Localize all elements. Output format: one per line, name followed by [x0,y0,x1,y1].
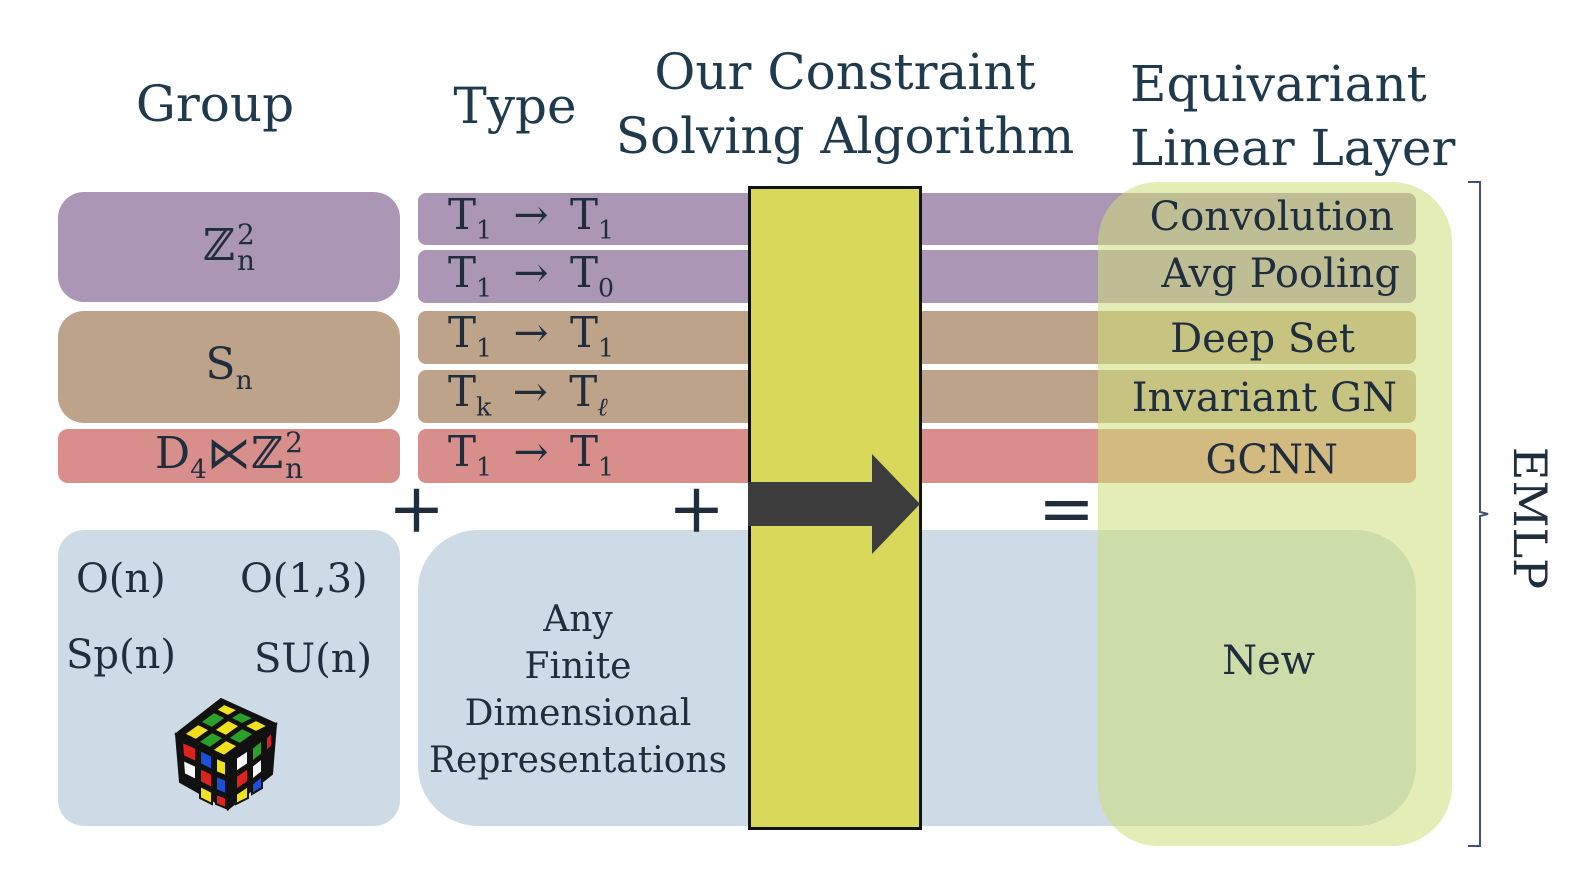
plus-operator-1: + [388,470,445,549]
type-3-in: T [448,367,477,416]
layer-label-4: GCNN [1205,437,1338,483]
type-2-out-sub: 1 [597,333,615,363]
group-d4-base2: ℤ [250,427,284,479]
group-sn-label: Sn [205,339,252,396]
type-3-out-sub: ℓ [597,392,608,422]
group-sp-n: Sp(n) [66,632,176,678]
group-o-n: O(n) [76,556,166,602]
type-1-in: T [448,248,477,297]
type-label-2: T1 → T1 [448,308,614,362]
group-d4-sub: 4 [190,453,207,485]
header-group: Group [135,75,295,133]
header-type: Type [453,77,577,135]
group-su-n: SU(n) [254,636,373,682]
type-2-in-sub: 1 [476,333,493,363]
arrow-icon: → [513,427,549,476]
layer-column-overlay [1098,182,1452,846]
header-layer: Equivariant Linear Layer [1130,52,1460,180]
bottom-type-line1: Any [543,599,613,640]
layer-label-0: Convolution [1149,194,1394,240]
equals-operator: = [1038,470,1095,549]
type-4-in-sub: 1 [476,452,493,482]
group-zn2-base: ℤ [202,219,236,271]
group-box-sn: Sn [58,311,400,423]
bottom-type-line2: Finite Dimensional [464,646,692,734]
header-algorithm-line1: Our Constraint [654,43,1036,101]
type-3-out: T [569,367,598,416]
layer-label-2: Deep Set [1170,316,1355,362]
right-arrow-icon [748,454,920,554]
group-d4-op: ⋉ [206,427,251,479]
type-label-4: T1 → T1 [448,427,614,481]
type-label-0: T1 → T1 [448,190,614,244]
group-d4-sub2: n [285,452,304,486]
group-d4-sup2: 2 [285,426,303,460]
type-label-1: T1 → T0 [448,248,614,302]
arrow-icon: → [513,248,549,297]
plus-operator-2: + [668,470,725,549]
header-algorithm-line2: Solving Algorithm [615,107,1075,165]
bottom-type-text: Any Finite Dimensional Representations [418,596,738,784]
type-1-in-sub: 1 [476,273,493,303]
type-0-in: T [448,190,477,239]
type-4-out-sub: 1 [597,452,615,482]
header-layer-line1: Equivariant [1130,55,1427,113]
emlp-label-text: EMLP [1503,446,1557,590]
emlp-label: EMLP [1485,446,1572,590]
type-2-in: T [448,308,477,357]
type-0-out-sub: 1 [597,215,615,245]
type-label-3: Tk → Tℓ [448,367,608,422]
type-0-in-sub: 1 [476,215,493,245]
group-o-1-3: O(1,3) [240,556,368,602]
group-sn-base: S [205,338,236,390]
layer-label-3: Invariant GN [1131,375,1397,421]
header-algorithm: Our Constraint Solving Algorithm [610,40,1080,168]
bottom-type-line3: Representations [428,740,728,781]
header-layer-line2: Linear Layer [1130,119,1456,177]
group-sn-sub: n [235,364,253,396]
type-1-out-sub: 0 [597,273,615,303]
group-d4-base: D [154,427,191,479]
type-1-out: T [569,248,598,297]
emlp-bracket [1468,181,1489,847]
type-0-out: T [569,190,598,239]
type-4-in: T [448,427,477,476]
rubiks-cube-icon [166,694,286,814]
layer-label-new: New [1222,638,1315,684]
group-zn2-sup: 2 [237,218,255,252]
type-2-out: T [569,308,598,357]
layer-label-1: Avg Pooling [1161,251,1400,297]
type-4-out: T [569,427,598,476]
arrow-icon: → [512,367,548,416]
type-3-in-sub: k [476,392,492,422]
arrow-icon: → [513,190,549,239]
arrow-icon: → [513,308,549,357]
group-zn2-sub: n [237,244,256,278]
